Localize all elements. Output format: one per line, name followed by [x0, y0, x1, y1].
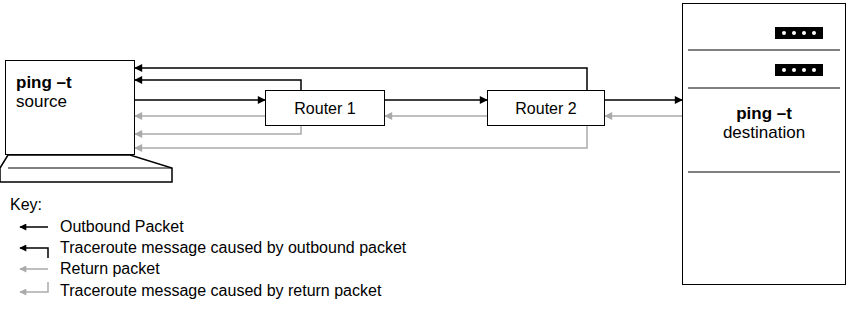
- legend-sample: [20, 248, 48, 258]
- command-name: ping –t: [683, 104, 845, 123]
- server-box: ping –tdestination: [682, 3, 846, 285]
- slot-dot: [782, 68, 786, 72]
- legend-sample: [20, 226, 48, 228]
- router-box: Router 1: [265, 90, 385, 126]
- legend-entry: Traceroute message caused by outbound pa…: [60, 239, 406, 257]
- node-label: Router 2: [515, 99, 576, 118]
- slot-dot: [802, 31, 806, 35]
- command-name: ping –t: [16, 73, 134, 92]
- legend-entry: Outbound Packet: [60, 218, 184, 236]
- packet-arrow: [135, 115, 265, 117]
- server-panel-line: [688, 88, 840, 89]
- router-box: Router 2: [487, 90, 605, 126]
- packet-arrow: [385, 115, 487, 117]
- legend-sample: [20, 282, 48, 292]
- slot-dot: [792, 68, 796, 72]
- server-panel-line: [688, 172, 840, 173]
- packet-arrow: [605, 115, 682, 117]
- slot-dot: [782, 31, 786, 35]
- slot-dot: [792, 31, 796, 35]
- computer-monitor: ping –tsource: [5, 60, 135, 155]
- traceroute-message: [135, 126, 587, 148]
- keyboard-edge: [8, 168, 172, 169]
- keyboard-base: [0, 155, 172, 182]
- slot-dot: [812, 31, 816, 35]
- server-panel-line: [688, 50, 840, 51]
- legend-sample: [20, 268, 48, 270]
- node-label: source: [16, 92, 134, 111]
- legend-entry: Traceroute message caused by return pack…: [60, 282, 381, 300]
- drive-slot: [775, 64, 823, 76]
- legend-title: Key:: [10, 196, 42, 214]
- node-label: destination: [683, 123, 845, 142]
- traceroute-message: [135, 68, 587, 90]
- packet-arrow: [135, 99, 265, 101]
- drive-slots: [775, 27, 823, 76]
- traceroute-message: [135, 126, 301, 134]
- traceroute-message: [135, 80, 301, 90]
- packet-arrow: [605, 99, 682, 101]
- slot-dot: [802, 68, 806, 72]
- packet-arrow: [385, 99, 487, 101]
- slot-dot: [812, 68, 816, 72]
- drive-slot: [775, 27, 823, 39]
- node-label: Router 1: [294, 99, 355, 118]
- legend-entry: Return packet: [60, 260, 160, 278]
